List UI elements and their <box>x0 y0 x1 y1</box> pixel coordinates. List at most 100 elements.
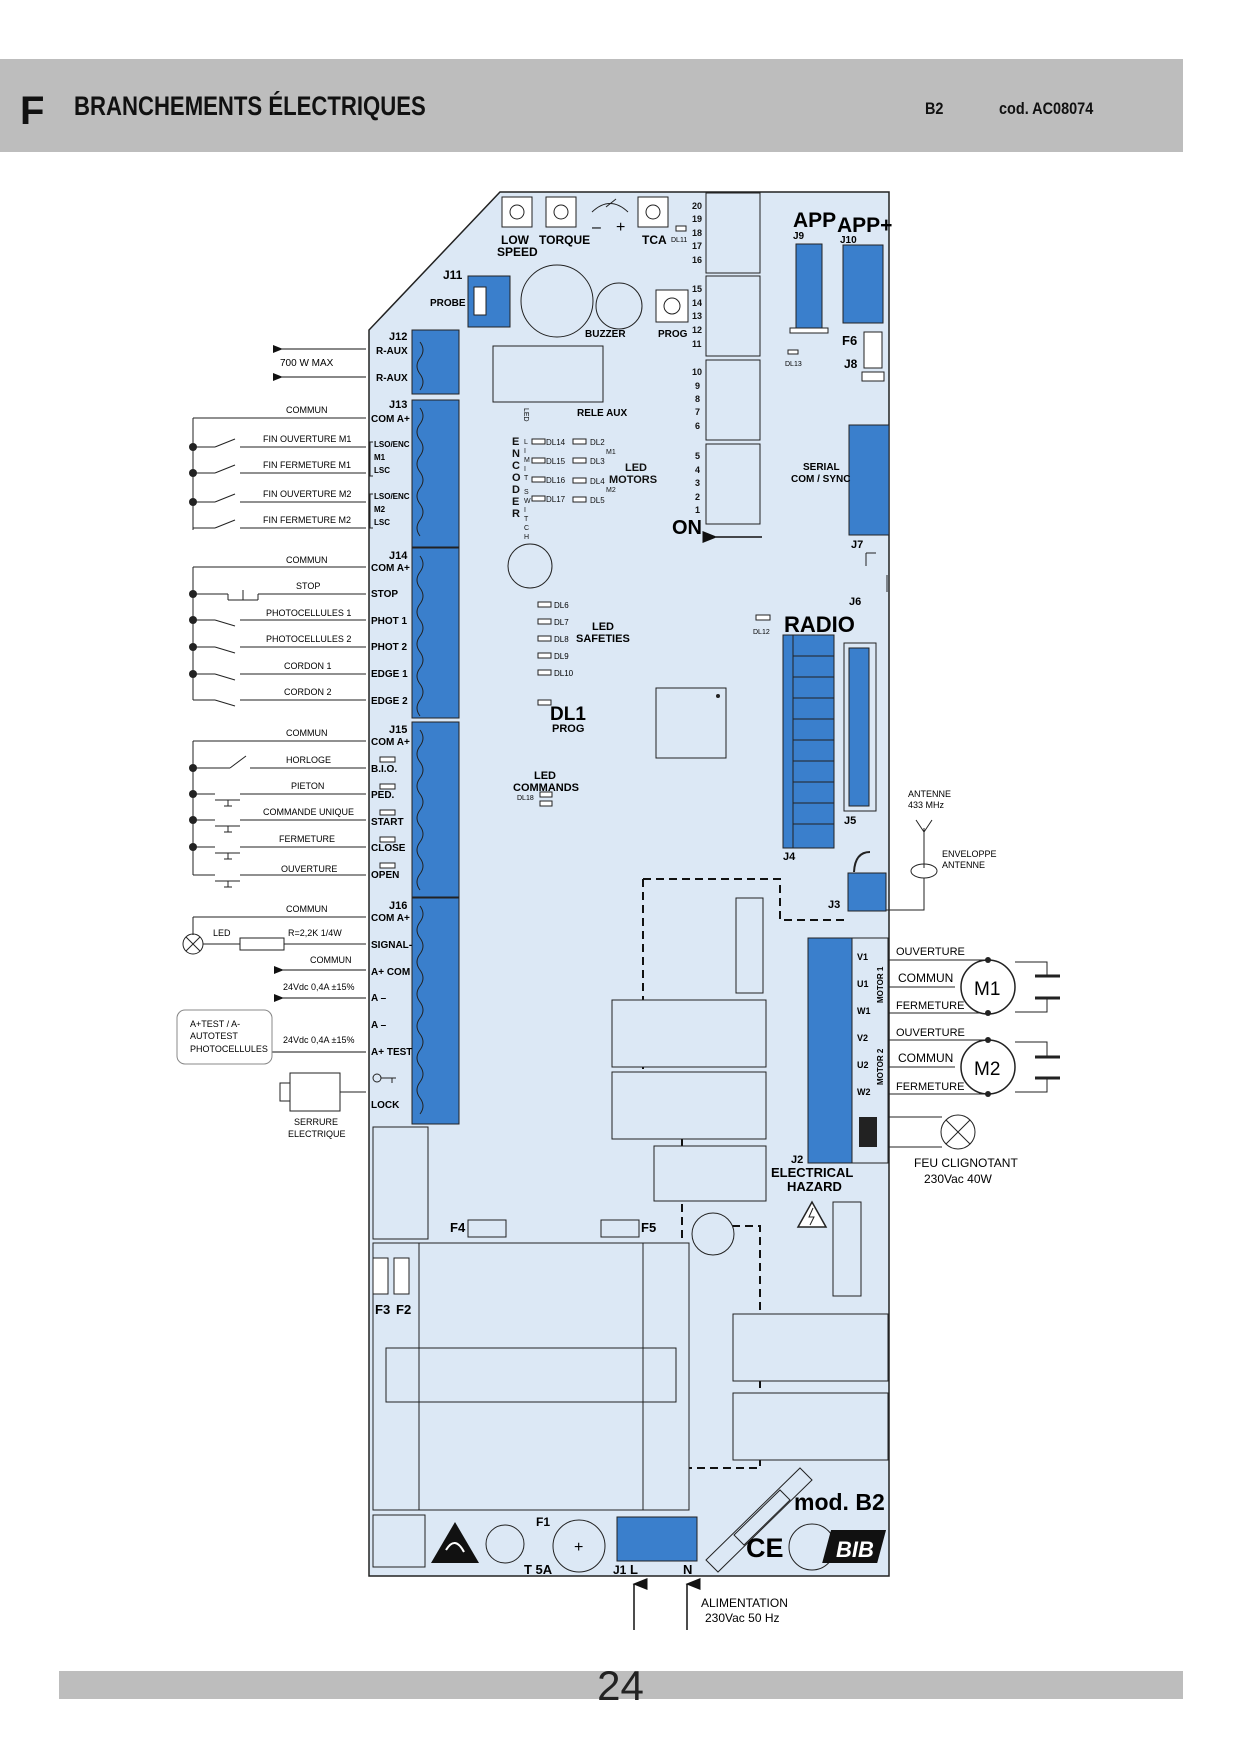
svg-text:R: R <box>512 508 520 520</box>
terminal-j14: J14 COM A+ STOP PHOT 1 PHOT 2 EDGE 1 EDG… <box>189 547 460 719</box>
svg-text:ANTENNE: ANTENNE <box>908 789 951 799</box>
svg-text:9: 9 <box>695 381 700 391</box>
prog-button <box>655 289 689 323</box>
svg-text:F6: F6 <box>842 333 857 348</box>
svg-text:OUVERTURE: OUVERTURE <box>896 1027 965 1039</box>
page-title: BRANCHEMENTS ÉLECTRIQUES <box>74 91 426 121</box>
svg-text:FIN FERMETURE M2: FIN FERMETURE M2 <box>263 515 351 525</box>
svg-text:DL5: DL5 <box>590 496 605 505</box>
footer-bar <box>59 1671 1183 1699</box>
svg-text:LSO/ENC: LSO/ENC <box>374 492 410 501</box>
svg-text:DL8: DL8 <box>554 635 569 644</box>
svg-text:COMMUN: COMMUN <box>286 904 328 914</box>
svg-text:LSC: LSC <box>374 518 390 527</box>
svg-text:J8: J8 <box>844 357 858 371</box>
svg-text:ANTENNE: ANTENNE <box>942 860 985 870</box>
svg-text:FERMETURE: FERMETURE <box>896 1081 964 1093</box>
svg-text:700 W MAX: 700 W MAX <box>280 358 334 369</box>
svg-text:LED: LED <box>534 770 556 782</box>
capacitor-small <box>507 543 553 589</box>
svg-text:T 5A: T 5A <box>524 1562 553 1577</box>
svg-text:MOTOR 1: MOTOR 1 <box>876 966 885 1003</box>
autotest-box <box>176 1009 273 1065</box>
svg-text:3: 3 <box>695 478 700 488</box>
torque-trimmer: TORQUE <box>539 196 590 247</box>
svg-text:W: W <box>524 498 531 505</box>
svg-text:DL3: DL3 <box>590 457 605 466</box>
svg-text:SAFETIES: SAFETIES <box>576 633 630 645</box>
svg-text:J4: J4 <box>783 851 796 863</box>
svg-text:MOTORS: MOTORS <box>609 474 657 486</box>
middle-relays <box>611 897 767 1202</box>
buzzer <box>595 282 643 330</box>
svg-text:W2: W2 <box>857 1087 871 1097</box>
serial-connector <box>848 424 890 536</box>
fuse-holder-icon <box>705 1467 813 1573</box>
top-relays <box>705 192 761 525</box>
svg-text:PHOTOCELLULES 1: PHOTOCELLULES 1 <box>266 608 351 618</box>
svg-text:DL4: DL4 <box>590 477 605 486</box>
svg-text:16: 16 <box>692 255 702 265</box>
svg-text:PROG: PROG <box>552 723 584 735</box>
j9-connector <box>795 243 823 331</box>
svg-text:6: 6 <box>695 421 700 431</box>
svg-text:J2: J2 <box>791 1154 803 1166</box>
svg-text:F5: F5 <box>641 1220 656 1235</box>
svg-text:DL2: DL2 <box>590 438 605 447</box>
svg-text:EDGE 2: EDGE 2 <box>371 696 408 707</box>
svg-text:COMMUN: COMMUN <box>286 405 328 415</box>
svg-text:M1: M1 <box>374 453 386 462</box>
svg-text:J16: J16 <box>389 900 407 912</box>
svg-text:A+TEST / A-: A+TEST / A- <box>190 1019 240 1029</box>
svg-text:J3: J3 <box>828 899 840 911</box>
svg-text:24Vdc 0,4A ±15%: 24Vdc 0,4A ±15% <box>283 982 355 992</box>
product-code: cod. AC08074 <box>999 99 1094 118</box>
j10-connector <box>842 244 884 324</box>
svg-text:LOCK: LOCK <box>371 1100 400 1111</box>
svg-text:TORQUE: TORQUE <box>539 233 590 247</box>
svg-text:M1: M1 <box>974 979 1000 1000</box>
esd-warning-icon <box>431 1522 479 1563</box>
svg-text:DL10: DL10 <box>554 669 574 678</box>
svg-text:B.I.O.: B.I.O. <box>371 764 397 775</box>
svg-text:24Vdc 0,4A ±15%: 24Vdc 0,4A ±15% <box>283 1035 355 1045</box>
low-speed-label: LOW <box>501 233 530 247</box>
buzzer-capacitor <box>520 264 594 338</box>
svg-text:PHOTOCELLULES 2: PHOTOCELLULES 2 <box>266 634 351 644</box>
svg-text:DL7: DL7 <box>554 618 569 627</box>
svg-text:FEU CLIGNOTANT: FEU CLIGNOTANT <box>914 1156 1018 1170</box>
svg-text:CLOSE: CLOSE <box>371 843 406 854</box>
app-plus-label: APP+ <box>837 214 892 237</box>
terminal-j13: J13 COM A+ LSO/ENC M1 LSC LSO/ENC M2 LSC… <box>189 399 460 548</box>
svg-text:DL1: DL1 <box>550 704 586 725</box>
radio-label: RADIO <box>784 612 855 637</box>
svg-text:PHOT 2: PHOT 2 <box>371 642 408 653</box>
svg-text:C: C <box>524 525 529 532</box>
svg-text:+: + <box>574 1539 583 1556</box>
svg-text:S: S <box>524 489 529 496</box>
svg-text:AUTOTEST: AUTOTEST <box>190 1031 238 1041</box>
terminal-j15: J15 COM A+ B.I.O. PED. START CLOSE OPEN … <box>189 721 460 898</box>
svg-text:LSC: LSC <box>374 466 390 475</box>
svg-text:DL15: DL15 <box>546 457 566 466</box>
header-bar: F BRANCHEMENTS ÉLECTRIQUES B2 cod. AC080… <box>0 59 1183 152</box>
svg-text:COM A+: COM A+ <box>371 563 410 574</box>
svg-text:SERIAL: SERIAL <box>803 462 840 473</box>
svg-text:230Vac 40W: 230Vac 40W <box>924 1172 992 1186</box>
svg-text:FIN FERMETURE M1: FIN FERMETURE M1 <box>263 460 351 470</box>
motor-m2: OUVERTURE COMMUN FERMETURE M2 <box>889 1027 1060 1097</box>
svg-text:V2: V2 <box>857 1033 868 1043</box>
svg-text:230Vac 50 Hz: 230Vac 50 Hz <box>705 1611 780 1625</box>
svg-text:A –: A – <box>371 1020 387 1031</box>
svg-text:J10: J10 <box>840 235 857 246</box>
svg-text:PED.: PED. <box>371 790 395 801</box>
svg-text:R-AUX: R-AUX <box>376 346 408 357</box>
svg-text:FIN OUVERTURE M2: FIN OUVERTURE M2 <box>263 489 351 499</box>
svg-text:C: C <box>512 460 520 472</box>
svg-text:5: 5 <box>695 451 700 461</box>
svg-text:CORDON 2: CORDON 2 <box>284 687 332 697</box>
svg-text:17: 17 <box>692 241 702 251</box>
svg-text:W1: W1 <box>857 1006 871 1016</box>
svg-text:J9: J9 <box>793 231 805 242</box>
